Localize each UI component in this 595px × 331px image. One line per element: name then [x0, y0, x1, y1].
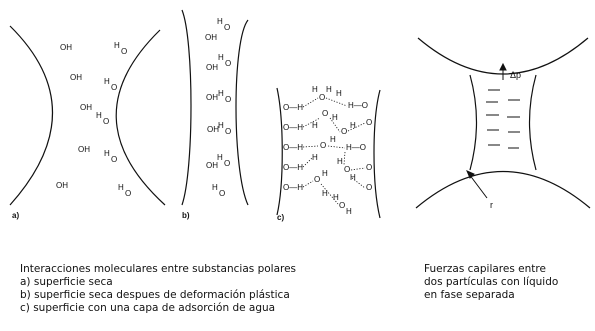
water-molecule-label: O	[319, 93, 325, 102]
particle-c-right-surface	[373, 89, 381, 219]
surface-hydroxyl-label: O—H	[283, 103, 303, 112]
hydroxyl-label: H	[218, 53, 224, 62]
water-molecule-label: H	[322, 189, 328, 198]
water-molecule-label: O	[322, 109, 328, 118]
particle-c-left-surface	[276, 87, 283, 216]
radius-indicator-line	[468, 173, 488, 199]
hydroxyl-label: O	[121, 47, 127, 56]
water-molecule-label: H	[312, 153, 318, 162]
hydroxyl-label: O	[224, 23, 230, 32]
right-caption-line: en fase separada	[424, 289, 515, 301]
surface-hydroxyl-label: O—H	[283, 143, 303, 152]
surface-hydroxyl-label: O	[366, 163, 372, 172]
pressure-difference-label: Δp	[510, 70, 521, 80]
hydroxyl-label: O	[103, 117, 109, 126]
hydroxyl-label: H	[218, 89, 224, 98]
water-molecule-label: O	[339, 201, 345, 210]
hydroxyl-label: H	[218, 121, 224, 130]
water-molecule-label: H	[346, 207, 352, 216]
hydroxyl-label: H	[212, 183, 218, 192]
radius-arrow-head	[466, 170, 475, 179]
water-molecule-label: O	[314, 175, 320, 184]
surface-hydroxyl-label: O—H	[283, 123, 303, 132]
hydroxyl-label: O	[225, 95, 231, 104]
left-caption-line: Interacciones moleculares entre substanc…	[20, 263, 297, 275]
particle-a-right-surface	[115, 29, 166, 206]
liquid-dashes	[486, 89, 520, 149]
particle-b-left-surface	[181, 9, 192, 206]
right-caption-line: dos partículas con líquido	[424, 276, 559, 288]
water-molecule-label: H	[312, 121, 318, 130]
hydroxyl-label: OH	[56, 181, 68, 190]
hydroxyl-label: OH	[60, 43, 72, 52]
water-molecule-label: H	[322, 169, 328, 178]
right-caption-line: Fuerzas capilares entre	[424, 263, 546, 275]
particle-b-right-surface	[235, 19, 249, 206]
water-molecule-label: O	[320, 141, 326, 150]
hydroxyl-label: OH	[78, 145, 90, 154]
hydroxyl-label: H	[217, 17, 223, 26]
hydroxyl-label: O	[219, 189, 225, 198]
hydroxyl-label: OH	[206, 161, 218, 170]
left-caption-line: a) superficie seca	[20, 276, 113, 288]
surface-hydroxyl-label: O—H	[283, 163, 303, 172]
hydroxyl-label: O	[125, 189, 131, 198]
hydroxyl-label: O	[224, 159, 230, 168]
water-molecule-label: H	[336, 89, 342, 98]
hydroxyl-label: O	[111, 155, 117, 164]
panel-label-c: c)	[277, 213, 284, 222]
water-molecule-label: H	[330, 135, 336, 144]
panel-label-b: b)	[182, 211, 190, 220]
water-molecule-label: H	[350, 121, 356, 130]
water-molecule-label: O	[341, 127, 347, 136]
hydroxyl-label: H	[114, 41, 120, 50]
right-caption: Fuerzas capilares entre dos partículas c…	[424, 263, 558, 302]
water-molecule-label: H	[326, 85, 332, 94]
surface-hydroxyl-label: O	[366, 183, 372, 192]
hydroxyl-label: O	[225, 59, 231, 68]
water-molecule-label: H	[337, 157, 343, 166]
hydrogen-bonds	[302, 97, 366, 205]
surface-hydroxyl-label: O	[366, 118, 372, 127]
hydroxyl-label: H	[104, 149, 110, 158]
radius-label: r	[490, 200, 493, 210]
hydroxyl-label: O	[111, 83, 117, 92]
hydroxyl-label: H	[96, 111, 102, 120]
hydroxyl-label: OH	[80, 103, 92, 112]
liquid-bridge-left-meniscus	[469, 74, 478, 171]
left-caption: Interacciones moleculares entre substanc…	[20, 263, 296, 315]
liquid-bridge-right-meniscus	[528, 74, 537, 171]
pressure-arrow-head	[499, 62, 507, 71]
water-molecule-label: H	[333, 193, 339, 202]
hydroxyl-label: H	[118, 183, 124, 192]
particle-a-left-surface	[9, 25, 53, 206]
hydroxyl-label: H	[217, 153, 223, 162]
left-caption-line: b) superficie seca despues de deformació…	[20, 289, 290, 301]
left-caption-line: c) superficie con una capa de adsorción …	[20, 302, 276, 314]
hydroxyl-label: OH	[206, 63, 218, 72]
hydroxyl-label: H	[104, 77, 110, 86]
hydroxyl-label: OH	[70, 73, 82, 82]
hydroxyl-label: OH	[205, 33, 217, 42]
water-molecule-label: H	[350, 173, 356, 182]
hydroxyl-label: O	[225, 127, 231, 136]
water-molecule-label: H	[332, 113, 338, 122]
hydroxyl-label: OH	[207, 125, 219, 134]
water-molecule-label: H	[312, 85, 318, 94]
surface-hydroxyl-label: H—O	[346, 143, 366, 152]
capillary-lower-particle	[415, 171, 591, 209]
surface-hydroxyl-label: H—O	[348, 101, 368, 110]
panel-label-a: a)	[12, 211, 19, 220]
water-molecule-label: O	[344, 165, 350, 174]
hydroxyl-label: OH	[206, 93, 218, 102]
surface-hydroxyl-label: O—H	[283, 183, 303, 192]
